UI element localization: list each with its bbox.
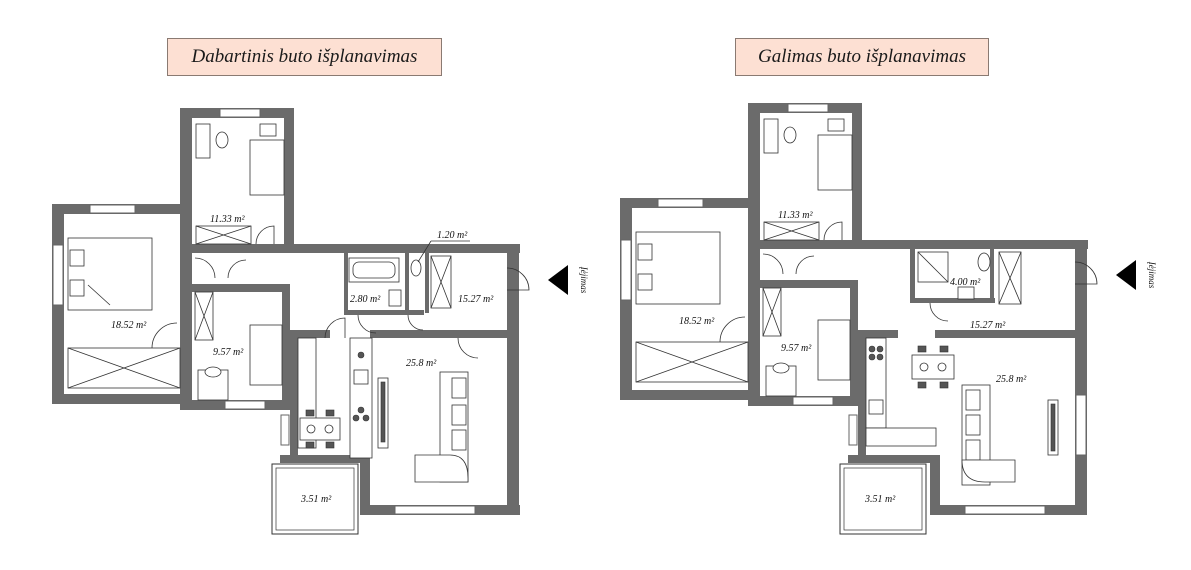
left-floor-plan: Įėjimas 11.33 m² 18.52 m² 9.57 m² 1.20 m… [52, 108, 589, 535]
current-layout-title: Dabartinis buto išplanavimas [167, 38, 442, 76]
right-balcony-area: 3.51 m² [864, 494, 896, 505]
left-bath-area: 2.80 m² [350, 294, 381, 305]
possible-layout-title: Galimas buto išplanavimas [735, 38, 989, 76]
right-entrance-label: Įėjimas [1147, 261, 1157, 289]
left-hall-area: 15.27 m² [458, 294, 494, 305]
right-bedroom-large-area: 18.52 m² [679, 316, 715, 327]
left-living-area: 25.8 m² [406, 358, 437, 369]
right-bedroom-top-area: 11.33 m² [778, 210, 813, 221]
left-entrance-label: Įėjimas [579, 266, 589, 294]
left-bedroom-small-area: 9.57 m² [213, 347, 244, 358]
left-balcony-area: 3.51 m² [300, 494, 332, 505]
right-bedroom-small-area: 9.57 m² [781, 343, 812, 354]
right-hall-area: 15.27 m² [970, 320, 1006, 331]
right-bath-area: 4.00 m² [950, 277, 981, 288]
left-bedroom-top-area: 11.33 m² [210, 214, 245, 225]
right-floor-plan: Įėjimas 11.33 m² 18.52 m² 9.57 m² 4.00 m… [620, 103, 1157, 535]
right-living-area: 25.8 m² [996, 374, 1027, 385]
left-wc-area: 1.20 m² [437, 230, 468, 241]
left-bedroom-large-area: 18.52 m² [111, 320, 147, 331]
